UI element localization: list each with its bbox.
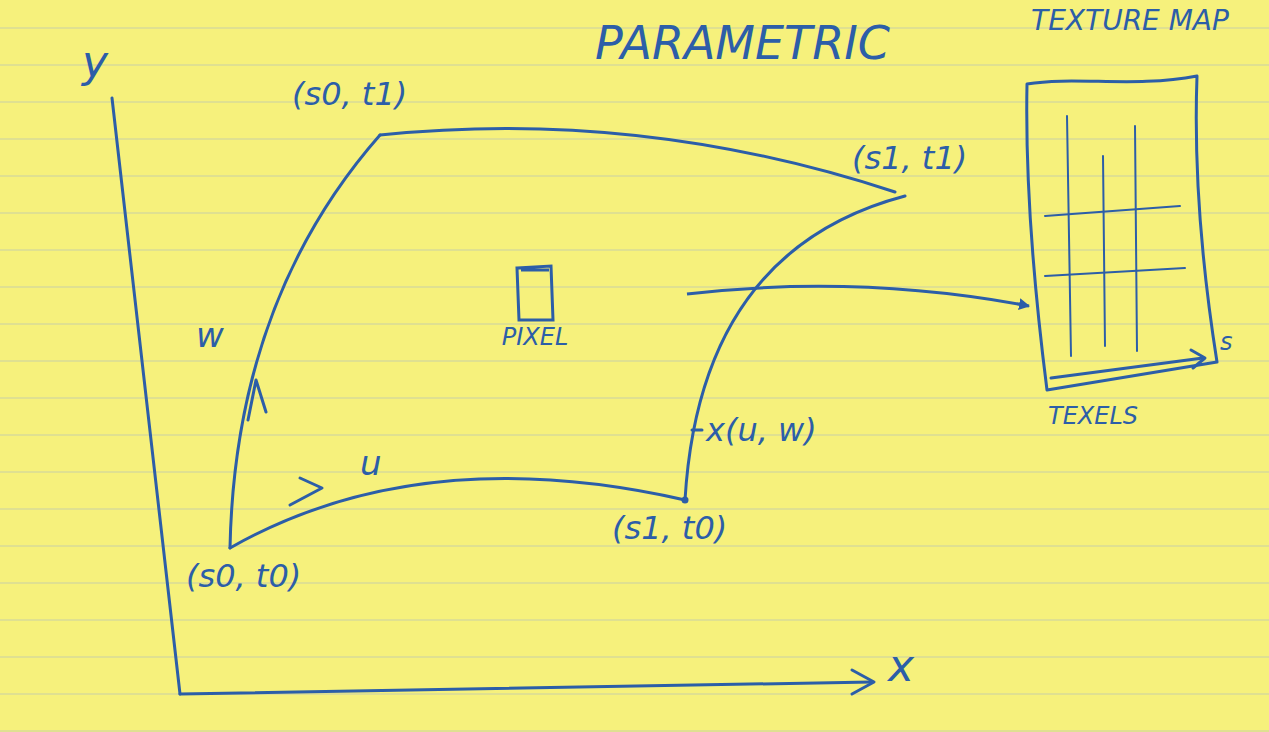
- texture-map-outline: [1005, 6, 1255, 398]
- parameter-label: u: [360, 446, 382, 480]
- s-axis-arrow: [1051, 358, 1203, 378]
- map-border: [1027, 76, 1217, 390]
- texel-grid-line: [1067, 116, 1071, 356]
- corner-dot: [682, 497, 689, 504]
- point-label: x(u, w): [706, 414, 817, 446]
- patch-edge-left: [230, 135, 380, 548]
- parameter-label: w: [196, 318, 224, 352]
- corner-label: (s1, t1): [852, 142, 967, 174]
- texture-map-node: TEXTURE MAP: [1005, 6, 1255, 398]
- pixel-outline: [517, 266, 553, 320]
- texel-grid-line: [1045, 206, 1180, 216]
- axis-label: y: [82, 40, 108, 84]
- mapping-arrow: [687, 286, 1029, 306]
- patch-edge-top: [380, 128, 895, 192]
- texel-grid-line: [1103, 156, 1105, 346]
- texel-grid-line: [1135, 126, 1137, 351]
- corner-label: (s0, t0): [186, 560, 301, 592]
- corner-label: (s0, t1): [292, 78, 407, 110]
- corner-label: (s1, t0): [612, 512, 727, 544]
- x-axis-arrowhead: [852, 670, 874, 694]
- s-axis-arrowhead: [1191, 350, 1205, 368]
- axis-label: x: [888, 644, 914, 688]
- patch-edge-right: [685, 196, 905, 500]
- texel-grid-line: [1045, 268, 1185, 276]
- pixel-label: PIXEL: [385, 324, 685, 350]
- texture-map-title: TEXTURE MAP: [1005, 6, 1255, 37]
- texel-label: TEXELS: [1046, 404, 1140, 428]
- pixel-square: [385, 262, 685, 324]
- u-direction-arrow: [290, 478, 322, 505]
- w-direction-arrow: [248, 380, 266, 420]
- point-tick: [692, 429, 702, 432]
- x-axis: [180, 682, 872, 694]
- pixel-node: PIXEL: [385, 262, 685, 350]
- y-axis: [112, 98, 180, 694]
- axis-label: s: [1220, 330, 1233, 354]
- sketch-title: PARAMETRIC: [595, 20, 890, 66]
